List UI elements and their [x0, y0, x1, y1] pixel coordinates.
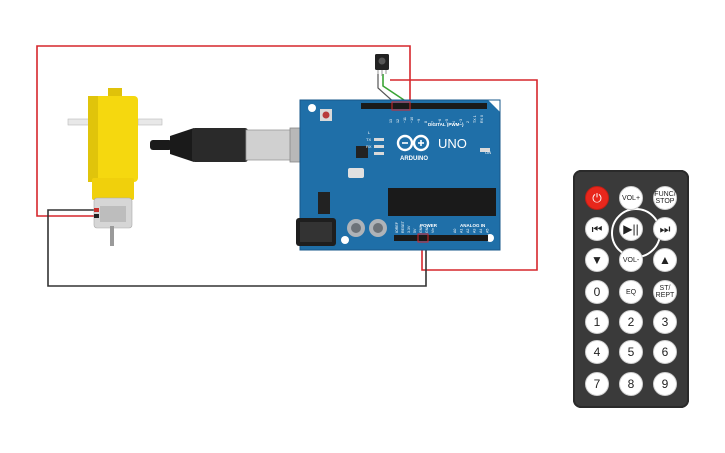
- vol-down-button[interactable]: VOL-: [619, 248, 643, 272]
- pin-label: A3: [473, 229, 477, 233]
- five-button[interactable]: 5: [619, 340, 643, 364]
- board-model: UNO: [438, 136, 467, 151]
- board-brand: ARDUINO: [400, 156, 428, 162]
- func-stop-button[interactable]: FUNC/ STOP: [653, 186, 677, 210]
- pin-label: RX 0: [480, 115, 484, 123]
- seven-button[interactable]: 7: [585, 372, 609, 396]
- pin-label: 2: [466, 121, 470, 123]
- pin-label: ~5: [445, 119, 449, 123]
- pin-label: A5: [486, 229, 490, 233]
- nine-label: 9: [661, 377, 669, 391]
- usb-cable[interactable]: [150, 127, 311, 163]
- digital-header-label: DIGITAL (PWM~): [428, 122, 464, 127]
- rewind-label: ⏮: [591, 221, 603, 236]
- eight-button[interactable]: 8: [619, 372, 643, 396]
- three-label: 3: [661, 315, 669, 329]
- five-label: 5: [627, 345, 635, 359]
- nine-button[interactable]: 9: [653, 372, 677, 396]
- pin-label: A2: [466, 229, 470, 233]
- pin-label: ~9: [417, 119, 421, 123]
- eight-label: 8: [627, 377, 635, 391]
- six-label: 6: [661, 345, 669, 359]
- four-button[interactable]: 4: [585, 340, 609, 364]
- pin-label: 4: [452, 121, 456, 123]
- pin-label: ~11: [403, 117, 407, 123]
- pin-label: 3.3V: [407, 225, 411, 233]
- black-wire-motor-to-gnd[interactable]: [47, 209, 427, 287]
- rewind-button[interactable]: ⏮: [585, 217, 609, 241]
- play-pause-label: ▶||: [623, 222, 639, 236]
- pin-label: 12: [396, 119, 400, 123]
- power-button[interactable]: ⏻: [585, 186, 609, 210]
- fast-forward-label: ⏭: [659, 221, 671, 236]
- play-pause-button[interactable]: ▶||: [619, 217, 643, 241]
- zero-button[interactable]: 0: [585, 280, 609, 304]
- pin-label: A1: [460, 229, 464, 233]
- pin-label: GND: [425, 225, 429, 233]
- tx-label: TX: [366, 137, 371, 142]
- pin-label: A0: [453, 229, 457, 233]
- func-stop-label: FUNC/ STOP: [654, 191, 676, 205]
- pin-label: 8: [424, 121, 428, 123]
- pin-label: 5V: [413, 228, 417, 233]
- st-rept-label: ST/ REPT: [655, 285, 675, 299]
- pin-label: GND: [419, 225, 423, 233]
- one-label: 1: [593, 315, 601, 329]
- pin-label: TX 1: [473, 115, 477, 123]
- red-wire-ir-to-ground[interactable]: [390, 79, 538, 271]
- pin-label: ~6: [438, 119, 442, 123]
- pin-label: IOREF: [395, 221, 399, 233]
- power-header-label: POWER: [420, 223, 438, 228]
- power-label: ⏻: [592, 190, 602, 205]
- l-label: L: [368, 130, 371, 135]
- vol-up-button[interactable]: VOL+: [619, 186, 643, 210]
- pin-label: Vin: [431, 228, 435, 233]
- down-button[interactable]: ▼: [585, 248, 609, 272]
- rx-label: RX: [366, 144, 372, 149]
- seven-label: 7: [593, 377, 601, 391]
- fast-forward-button[interactable]: ⏭: [653, 217, 677, 241]
- pin-label: A4: [479, 229, 483, 233]
- ir-receiver[interactable]: [375, 54, 389, 76]
- pin-label: ~3: [459, 119, 463, 123]
- pin-label: ~10: [410, 117, 414, 123]
- ir-remote-control[interactable]: ⏻ VOL+ FUNC/ STOP ⏮ ▶|| ⏭ ▼ VOL- ▲ 0 EQ ST/ REPT 1 2 3…: [573, 170, 689, 408]
- four-label: 4: [593, 345, 601, 359]
- analog-header-label: ANALOG IN: [460, 223, 485, 228]
- dc-motor[interactable]: [67, 88, 163, 246]
- arduino-uno-board[interactable]: ARDUINO UNO DIGITAL (PWM~) ANALOG IN POW…: [296, 99, 501, 251]
- eq-label: EQ: [625, 288, 637, 296]
- one-button[interactable]: 1: [585, 310, 609, 334]
- two-button[interactable]: 2: [619, 310, 643, 334]
- zero-label: 0: [593, 285, 601, 299]
- up-label: ▲: [659, 253, 671, 267]
- st-rept-button[interactable]: ST/ REPT: [653, 280, 677, 304]
- pin-label: 13: [389, 119, 393, 123]
- on-led-label: ON: [485, 150, 491, 155]
- vol-up-label: VOL+: [621, 194, 641, 202]
- vol-down-label: VOL-: [622, 256, 640, 264]
- pin-label: RESET: [401, 220, 405, 233]
- up-button[interactable]: ▲: [653, 248, 677, 272]
- three-button[interactable]: 3: [653, 310, 677, 334]
- two-label: 2: [627, 315, 635, 329]
- six-button[interactable]: 6: [653, 340, 677, 364]
- eq-button[interactable]: EQ: [619, 280, 643, 304]
- down-label: ▼: [591, 253, 603, 267]
- pin-label: 7: [431, 121, 435, 123]
- red-wire-motor-to-ir[interactable]: [36, 45, 411, 217]
